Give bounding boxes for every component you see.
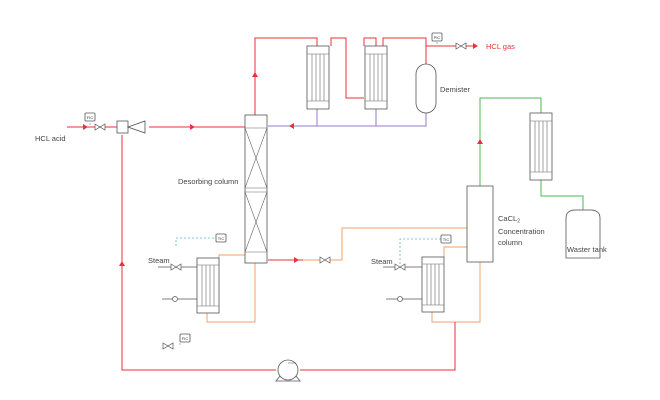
hcl-gas-valve[interactable]	[455, 42, 467, 50]
cacl2-subscript: 2	[517, 219, 520, 225]
bottoms-to-cacl2-line	[303, 227, 467, 261]
feed-controller-icon: FIC	[84, 112, 96, 122]
steam-left-label: Steam	[148, 256, 170, 265]
vapor-up-arrow	[252, 72, 258, 77]
demister-drain-line	[376, 113, 427, 127]
bottoms-arrow	[294, 257, 299, 263]
condenser-1	[306, 45, 330, 110]
left-reboiler-feed-line	[206, 265, 256, 323]
cacl2-bottom-line	[300, 322, 456, 371]
cacl2-formula: CaCL	[498, 214, 517, 223]
recycle-valve[interactable]	[162, 342, 174, 350]
left-outlet-trap-icon	[172, 296, 178, 302]
desorbing-column-label: Desorbing column	[178, 177, 238, 186]
condenser2-inlet-line	[363, 37, 377, 46]
gas-controller-tag: PIC	[434, 35, 441, 40]
right-outlet-trap-icon	[397, 296, 403, 302]
hcl-gas-label: HCL gas	[486, 42, 515, 51]
recycle-line	[121, 135, 276, 371]
steam-right-label: Steam	[371, 257, 393, 266]
right-reboiler	[421, 256, 445, 313]
cacl2-label-line1: CaCL2	[498, 214, 520, 225]
cacl2-label-line3: column	[498, 238, 522, 247]
right-reboiler-return-line	[443, 246, 467, 258]
gas-controller-icon: PIC	[431, 32, 443, 42]
demister-vessel	[415, 63, 437, 114]
steam-left-valve[interactable]	[170, 263, 182, 271]
demister-label: Demister	[440, 85, 471, 94]
condenser-3	[529, 112, 553, 181]
return-controller-icon: FIC	[179, 333, 191, 343]
right-reboiler-signal-line	[399, 238, 441, 264]
condensate-to-tank-line	[540, 180, 584, 210]
desorbing-column	[244, 114, 268, 264]
bottoms-valve[interactable]	[319, 256, 331, 264]
left-reboiler-controller-tag: TIC	[218, 236, 225, 241]
feed-mixer	[116, 120, 146, 134]
feed-valve[interactable]	[94, 123, 106, 131]
recycle-pump	[275, 359, 301, 382]
hcl-gas-line	[425, 45, 476, 64]
condenser-link-line	[330, 37, 364, 99]
waster-tank-label: Waster tank	[567, 245, 607, 254]
hcl-acid-label: HCL acid	[35, 134, 66, 143]
waster-tank	[565, 209, 601, 259]
feed-column-arrow	[190, 124, 195, 130]
condensate-collect-line	[316, 109, 377, 127]
steam-right-valve[interactable]	[394, 263, 406, 271]
feed-arrow	[83, 124, 88, 130]
right-reboiler-controller-tag: TIC	[443, 237, 450, 242]
right-reboiler-feed-line	[431, 262, 481, 323]
recycle-up-arrow	[119, 261, 125, 266]
return-controller-tag: FIC	[182, 336, 189, 341]
reflux-arrow	[289, 123, 294, 129]
cacl2-concentration-column	[466, 185, 494, 263]
to-demister-line	[382, 37, 427, 64]
left-reboiler-signal-line	[175, 237, 216, 246]
cacl2-label-line2: Concentration	[498, 227, 545, 236]
right-reboiler-controller-icon: TIC	[440, 234, 452, 244]
feed-controller-tag: FIC	[87, 115, 94, 120]
left-reboiler-controller-icon: TIC	[215, 233, 227, 243]
left-reboiler	[196, 257, 220, 314]
vapor-green-arrow	[477, 139, 483, 144]
hcl-gas-arrow	[473, 43, 478, 49]
condenser-2	[364, 45, 388, 110]
